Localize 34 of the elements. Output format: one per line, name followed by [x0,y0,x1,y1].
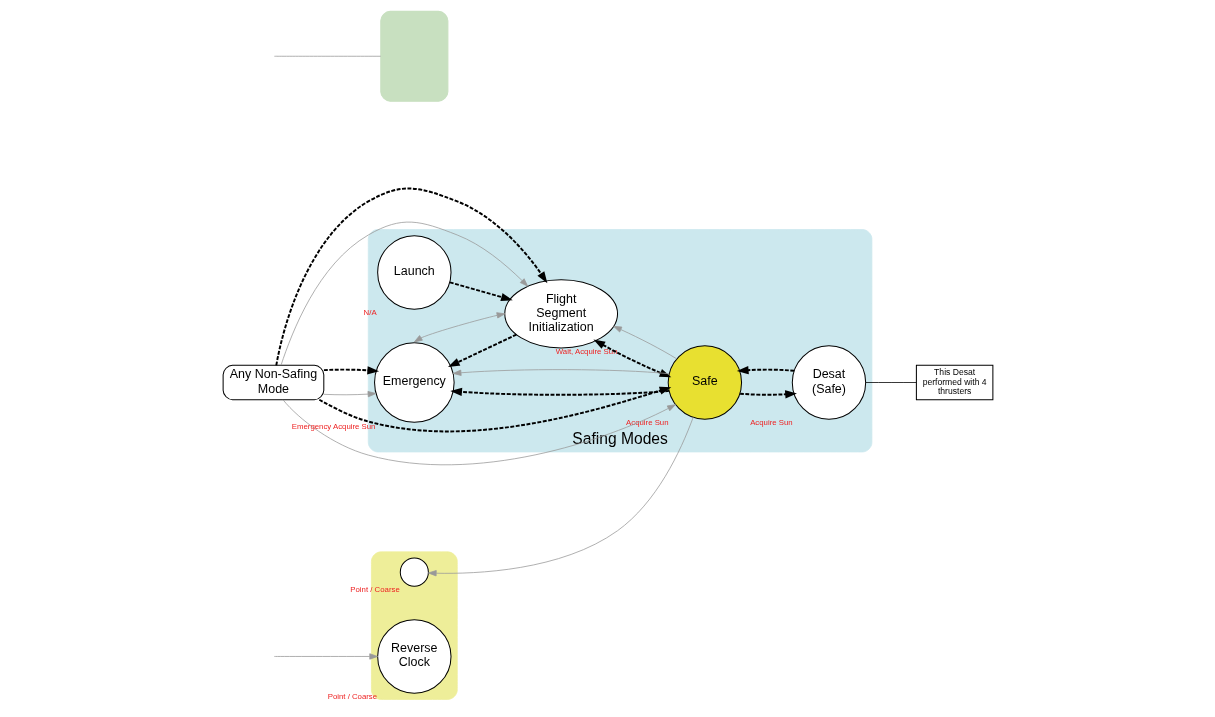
node-box: Any Non-Safing Mode [222,364,324,401]
arrow [282,399,676,466]
arrow [323,391,376,398]
node-circle: Reverse Clock [376,619,452,694]
arrow [592,339,671,378]
arrow [317,386,671,433]
arrow [273,653,378,660]
arrow [736,366,795,375]
arrow [427,417,694,577]
node-circle: Desat (Safe) [791,345,866,420]
arrow [413,312,505,343]
node-label: Acquire Sun [749,418,793,428]
node-label: Point / Coarse [327,692,377,702]
arrow [448,281,513,301]
arrow [280,221,528,366]
node-label: Point / Coarse [349,585,400,595]
connector [865,382,917,383]
node-circle: Emergency [373,342,455,423]
node-label: Acquire Sun [625,418,669,428]
arrow [452,369,669,376]
arrow [612,326,677,360]
arrow [738,390,797,399]
node-box: This Desat performed with 4 thrusters [915,364,993,401]
node-box [379,10,448,102]
node-circle: Launch [376,235,452,310]
arrow [322,366,379,375]
arrow [274,187,547,367]
node-label: Emergency Acquire Sun [291,421,375,431]
connector [273,55,381,57]
arrow [447,333,517,367]
node-label: Wait, Acquire Sun [555,347,617,357]
node-label: N/A [363,308,377,318]
node-circle [399,557,429,587]
arrow [449,387,670,396]
